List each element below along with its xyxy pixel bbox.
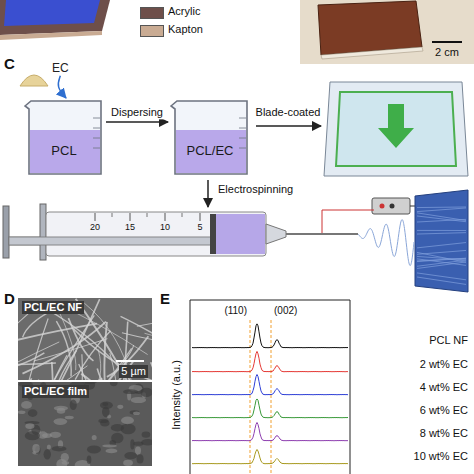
beaker-outline: [22, 98, 106, 178]
xrd-plot: [190, 300, 350, 474]
panel-letter: D: [4, 290, 15, 307]
legend-swatch: [140, 25, 164, 37]
device-illustration: [0, 0, 110, 40]
fiber-mat: [417, 259, 466, 266]
beaker-outline: [168, 98, 252, 178]
beaker: PCL: [22, 98, 106, 178]
node-text: PCL/EC film: [22, 385, 89, 398]
syringe-scale: 10: [160, 222, 170, 232]
fiber-mat: [417, 273, 466, 280]
fiber-mat: [417, 230, 466, 231]
trace-label: 6 wt% EC: [420, 404, 468, 417]
fiber-mat: [417, 277, 466, 284]
fiber-mat: [417, 208, 466, 212]
legend-item: Acrylic: [140, 5, 172, 18]
trace-label: 2 wt% EC: [420, 358, 468, 371]
axis-title: Intensity (a.u.): [170, 360, 183, 430]
peak-label: (002): [274, 305, 297, 317]
fiber-mat: [417, 216, 466, 222]
scale-text: 5 µm: [119, 365, 148, 378]
syringe-scale: 20: [90, 222, 100, 232]
legend-text: Kapton: [168, 23, 203, 36]
node-text: EC: [52, 62, 69, 76]
trace-label: 10 wt% EC: [414, 450, 468, 463]
trace-label: 8 wt% EC: [420, 427, 468, 440]
electrospinning-setup: [3, 180, 468, 292]
sem-image: PCL/EC NF 5 µm: [18, 298, 152, 380]
xrd-trace: [192, 351, 348, 372]
trace-label: 4 wt% EC: [420, 381, 468, 394]
node-text: PCL/EC: [187, 144, 234, 159]
node-text: PCL/EC NF: [22, 301, 84, 314]
legend-item: Kapton: [140, 23, 175, 36]
xrd-trace: [192, 324, 348, 348]
sem-image: PCL/EC film: [18, 382, 152, 466]
xrd-trace: [192, 399, 348, 418]
trace-label: PCL NF: [429, 334, 468, 347]
blade-coating: [256, 82, 468, 176]
powder-pile: [20, 75, 48, 86]
peak-label: (110): [224, 305, 247, 317]
process-arrow: [106, 121, 168, 123]
beaker: PCL/EC: [168, 98, 252, 178]
fiber-mat: [417, 206, 466, 208]
fiber-mat: [417, 258, 466, 261]
fiber-jet: [358, 220, 414, 266]
syringe-scale: 15: [125, 222, 135, 232]
legend-text: Acrylic: [168, 5, 200, 18]
node-text: PCL: [51, 144, 76, 159]
fiber-mat: [417, 262, 466, 269]
panel-letter: C: [4, 55, 15, 72]
xrd-trace: [192, 375, 348, 395]
xrd-trace: [192, 449, 348, 464]
edge-label: Dispersing: [109, 106, 165, 119]
panel-letter: E: [160, 290, 170, 307]
fiber-mat: [417, 219, 466, 222]
notebook-photo: [300, 0, 474, 64]
xrd-trace: [192, 422, 348, 441]
fiber-mat: [417, 256, 466, 259]
step-label: Blade-coated: [256, 106, 321, 119]
scale-label: 2 cm: [435, 46, 459, 59]
step-label: Electrospinning: [218, 183, 293, 196]
material-label: EC: [52, 62, 69, 76]
syringe-scale: 5: [197, 222, 202, 232]
fiber-mat: [417, 233, 466, 234]
fiber-mat: [417, 243, 466, 248]
legend-swatch: [140, 7, 164, 19]
process-arrow: [58, 76, 66, 98]
